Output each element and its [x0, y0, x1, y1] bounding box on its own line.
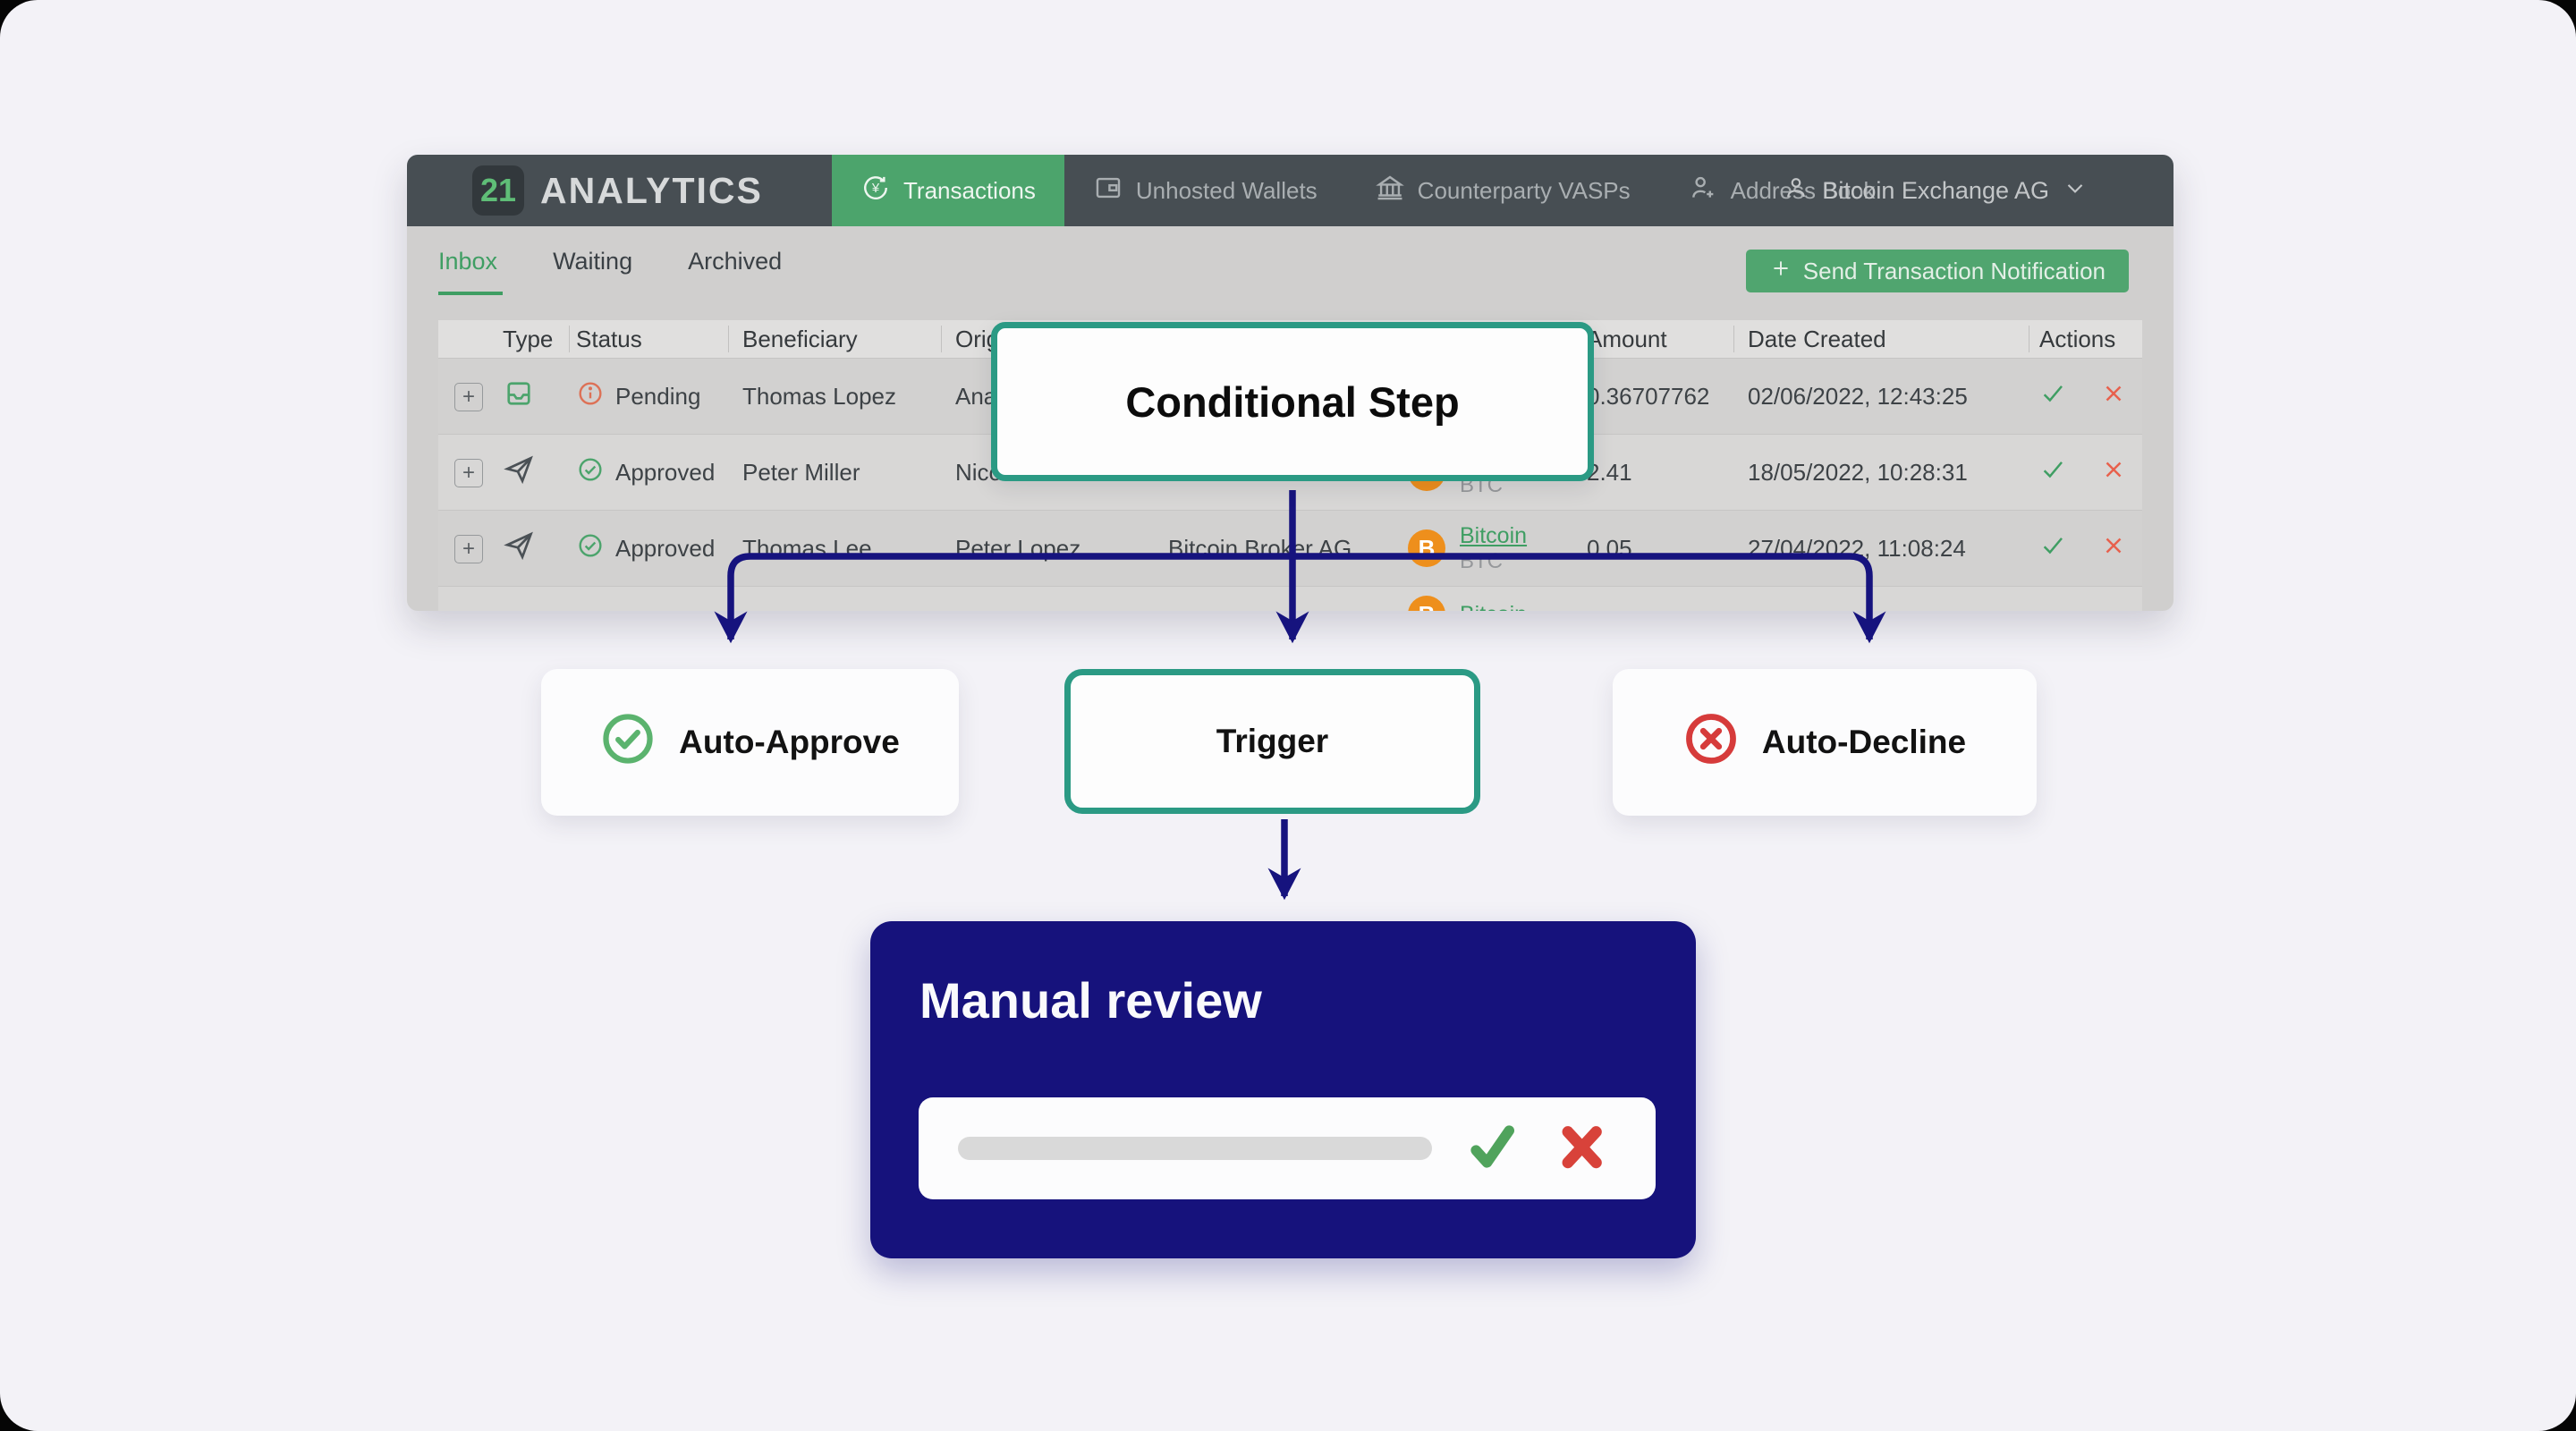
approved-check-icon [576, 531, 605, 566]
nav-item-unhosted-wallets[interactable]: Unhosted Wallets [1064, 155, 1346, 226]
beneficiary-cell: Peter Miller [742, 458, 860, 486]
person-icon [1783, 174, 1809, 207]
nav-item-counterparty-vasps[interactable]: Counterparty VASPs [1346, 155, 1659, 226]
auto-approve-node: Auto-Approve [541, 669, 959, 816]
account-label: Bitcoin Exchange AG [1822, 176, 2049, 204]
manual-review-title: Manual review [919, 972, 1262, 1029]
table-header-row: Type Status Beneficiary Originator Amoun… [438, 320, 2142, 358]
amount-cell: 2.41 [1587, 458, 1632, 486]
decline-action-icon[interactable] [2100, 532, 2127, 565]
tab-archived[interactable]: Archived [688, 248, 783, 275]
conditional-step-label: Conditional Step [1125, 377, 1460, 426]
header-beneficiary: Beneficiary [742, 325, 858, 352]
counterparty-cell: Bitcoin Broker AG [1168, 534, 1352, 562]
trigger-node: Trigger [1064, 669, 1480, 814]
chevron-down-icon [2062, 174, 2089, 207]
status-label: Approved [615, 534, 716, 562]
bitcoin-icon: B [1408, 596, 1445, 611]
approve-action-icon[interactable] [2039, 456, 2066, 489]
pending-icon [576, 379, 605, 414]
approve-action-icon[interactable] [2039, 532, 2066, 565]
header-date-created: Date Created [1748, 325, 1886, 352]
tab-waiting[interactable]: Waiting [553, 248, 633, 275]
date-created-cell: 27/04/2022, 11:08:24 [1748, 534, 1966, 562]
amount-cell: 0.05 [1587, 534, 1632, 562]
decline-action-icon[interactable] [2100, 380, 2127, 413]
beneficiary-cell: Thomas Lee [742, 534, 872, 562]
send-button-label: Send Transaction Notification [1802, 257, 2106, 284]
nav-item-transactions[interactable]: ¥ Transactions [832, 155, 1064, 226]
sent-icon [503, 531, 535, 567]
asset-link[interactable]: Bitcoin [1460, 602, 1527, 611]
bitcoin-icon: B [1408, 529, 1445, 567]
app-logo: 21 ANALYTICS [472, 155, 763, 226]
table-row[interactable]: B Bitcoin [438, 586, 2142, 611]
nav-label: Address Book [1730, 176, 1876, 204]
currency-exchange-icon: ¥ [860, 173, 891, 209]
decline-action-icon[interactable] [2100, 456, 2127, 489]
expand-row-button[interactable]: + [454, 458, 483, 487]
top-navbar: 21 ANALYTICS ¥ Transactions [407, 155, 2174, 226]
plus-icon [1769, 257, 1792, 286]
manual-review-node: Manual review [870, 921, 1696, 1258]
nav-label: Transactions [903, 176, 1036, 204]
header-amount: Amount [1587, 325, 1667, 352]
date-created-cell: 02/06/2022, 12:43:25 [1748, 382, 1968, 410]
view-tabs: Inbox Waiting Archived [438, 248, 783, 295]
nav-item-address-book[interactable]: Address Book [1659, 155, 1904, 226]
table-row[interactable]: + Approved Thomas Lee Peter Lopez Bitcoi… [438, 510, 2142, 586]
asset-link[interactable]: Bitcoin [1460, 522, 1528, 548]
expand-row-button[interactable]: + [454, 382, 483, 411]
logo-text: ANALYTICS [540, 169, 763, 211]
header-actions: Actions [2039, 325, 2116, 352]
bank-icon [1375, 173, 1405, 209]
sent-icon [503, 455, 535, 491]
header-status: Status [576, 325, 642, 352]
date-created-cell: 18/05/2022, 10:28:31 [1748, 458, 1968, 486]
beneficiary-cell: Thomas Lopez [742, 382, 896, 410]
main-nav: ¥ Transactions Unhosted Wallets [832, 155, 1904, 226]
approve-check-icon[interactable] [1432, 1117, 1521, 1181]
view-tab-strip: Inbox Waiting Archived Send Transaction … [407, 226, 2174, 320]
send-transaction-notification-button[interactable]: Send Transaction Notification [1745, 250, 2129, 292]
manual-review-item [919, 1097, 1656, 1199]
received-icon [503, 381, 535, 415]
auto-decline-node: Auto-Decline [1613, 669, 2037, 816]
x-circle-icon [1683, 711, 1739, 775]
conditional-step-node: Conditional Step [991, 322, 1594, 481]
approve-action-icon[interactable] [2039, 380, 2066, 413]
logo-badge: 21 [472, 165, 524, 216]
account-menu[interactable]: Bitcoin Exchange AG [1783, 155, 2089, 226]
trigger-label: Trigger [1216, 723, 1329, 759]
expand-row-button[interactable]: + [454, 534, 483, 563]
asset-symbol: BTC [1460, 548, 1503, 573]
status-label: Pending [615, 382, 701, 410]
originator-cell: Peter Lopez [955, 534, 1081, 562]
person-add-icon [1688, 173, 1718, 209]
table-row[interactable]: + Approved Peter Miller Nico B [438, 434, 2142, 510]
approved-check-icon [576, 455, 605, 490]
nav-label: Unhosted Wallets [1135, 176, 1318, 204]
check-circle-icon [600, 711, 656, 775]
amount-cell: 0.36707762 [1587, 382, 1710, 410]
status-label: Approved [615, 458, 716, 486]
placeholder-progress-bar [958, 1137, 1432, 1160]
auto-decline-label: Auto-Decline [1761, 724, 1967, 760]
svg-text:¥: ¥ [871, 181, 880, 195]
decline-x-icon[interactable] [1521, 1117, 1611, 1181]
tab-inbox[interactable]: Inbox [438, 248, 504, 295]
wallet-icon [1093, 173, 1123, 209]
header-type: Type [503, 325, 554, 352]
auto-approve-label: Auto-Approve [679, 724, 900, 760]
nav-label: Counterparty VASPs [1417, 176, 1631, 204]
